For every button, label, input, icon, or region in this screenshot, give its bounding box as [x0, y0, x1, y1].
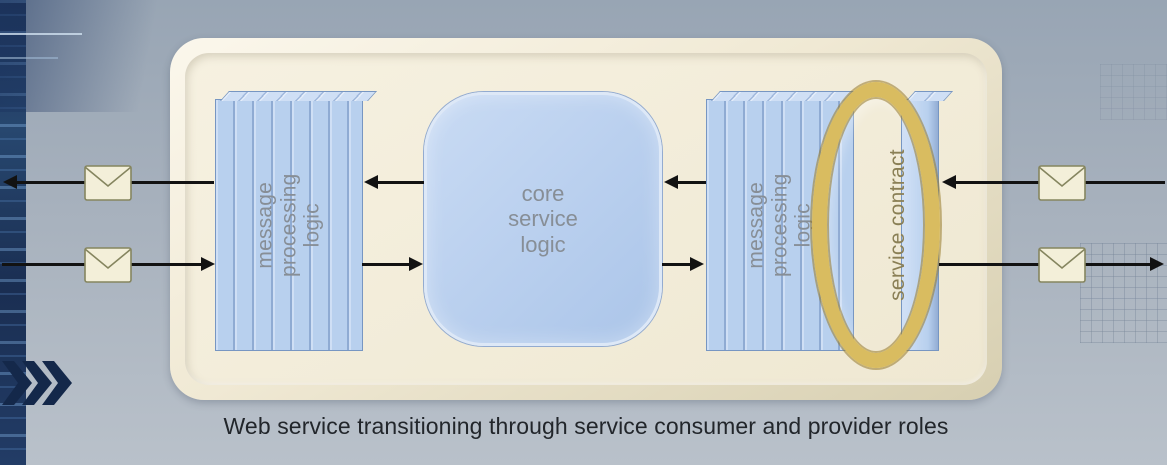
label-line: logic	[300, 202, 324, 248]
label-line: message	[744, 181, 768, 269]
label-line: core	[521, 181, 565, 207]
diagram-caption: Web service transitioning through servic…	[223, 413, 949, 439]
arrow-left-panel-to-core-icon	[362, 257, 423, 271]
right-panel-label: message processing logic	[745, 173, 816, 277]
grid-texture-decor	[1100, 64, 1167, 120]
core-service-logic-label: core service logic	[508, 181, 578, 257]
left-message-processing-panel: message processing logic	[215, 99, 363, 351]
arrow-core-to-left-panel-icon	[364, 175, 424, 189]
chevrons-icon	[2, 360, 86, 411]
envelope-icon	[84, 165, 132, 201]
label-line: processing	[277, 173, 301, 277]
arrow-core-to-right-panel-icon	[662, 257, 704, 271]
envelope-icon	[1038, 247, 1086, 283]
left-panel-label: message processing logic	[254, 173, 325, 277]
arrow-right-panel-to-core-icon	[664, 175, 706, 189]
label-line: message	[253, 181, 277, 269]
decor-line	[0, 57, 58, 59]
core-service-logic-block: core service logic	[424, 92, 662, 346]
topleft-tech-haze	[0, 0, 200, 112]
decor-line	[0, 33, 82, 35]
label-line: processing	[768, 173, 792, 277]
label-line: logic	[520, 231, 566, 257]
envelope-icon	[84, 247, 132, 283]
label-line: service contract	[886, 149, 910, 301]
label-line: service	[508, 206, 578, 232]
envelope-icon	[1038, 165, 1086, 201]
service-contract-label: service contract	[858, 99, 938, 351]
